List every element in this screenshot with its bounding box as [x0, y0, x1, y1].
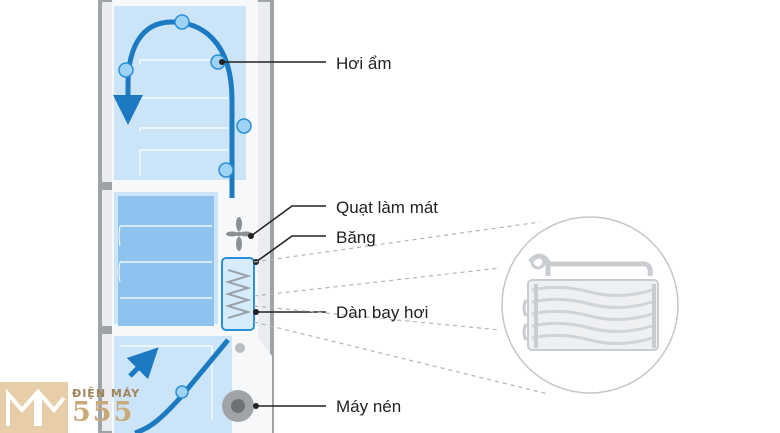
- airflow-arrow-top: [113, 19, 235, 198]
- evaporator-unit: [221, 257, 255, 331]
- drain-dot: [235, 343, 245, 353]
- label-ice: Băng: [336, 228, 376, 247]
- evaporator-closeup: [501, 216, 679, 394]
- fan-icon: [226, 217, 252, 251]
- label-evaporator: Dàn bay hơi: [336, 303, 429, 322]
- watermark-brand-top: ĐIỆN MÁY: [72, 387, 141, 400]
- label-compressor: Máy nén: [336, 397, 402, 416]
- watermark-brand-number: 555: [72, 397, 135, 428]
- freezer-compartment: [114, 192, 218, 326]
- zoom-lines: [253, 221, 549, 395]
- airflow-arrow-inner: [126, 347, 159, 380]
- label-cooling-fan: Quạt làm mát: [336, 198, 439, 217]
- watermark: ĐIỆN MÁY 555: [0, 382, 150, 433]
- watermark-logo: [0, 382, 68, 433]
- label-moisture: Hơi ẩm: [336, 54, 392, 73]
- fridge-compartment: [114, 6, 246, 180]
- compressor-icon: [222, 390, 254, 422]
- leader-lines: [222, 61, 326, 407]
